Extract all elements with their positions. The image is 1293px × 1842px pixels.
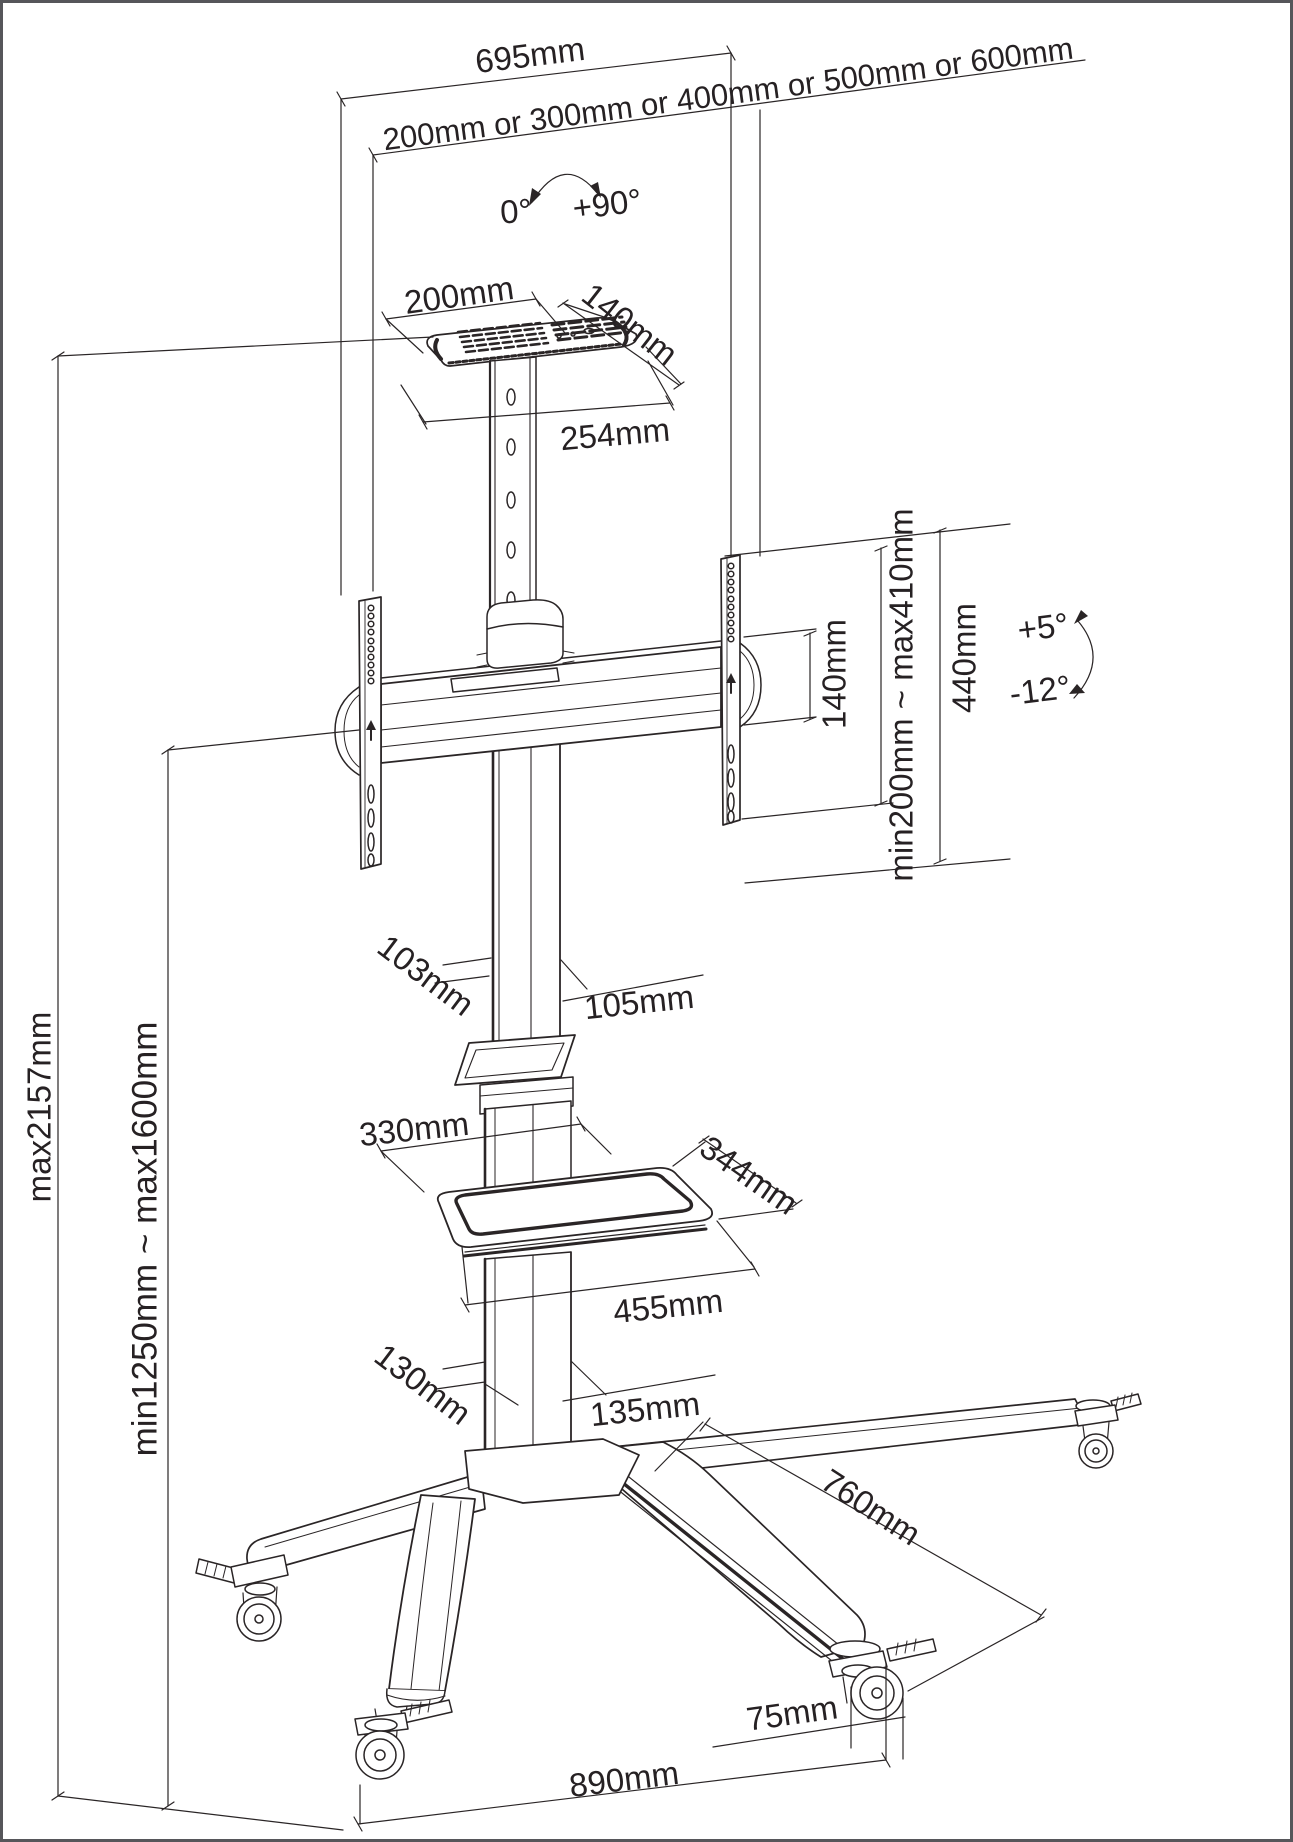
dim-line-vesa-range [724,523,1011,820]
up-arrow-icon [366,720,376,741]
dim-line-column-width [562,1360,716,1402]
shelf-vents-left [456,321,550,354]
tv-cart-line-drawing [51,45,1142,1832]
base-hub [464,1438,640,1504]
dim-line-shelf-width [381,291,566,354]
shelf-vents-right [550,315,630,342]
caster-rear-left [195,1554,289,1642]
dim-height-range: min1250mm ~ max1600mm [125,1021,165,1457]
dim-bracket-slot: 140mm [815,618,853,730]
floor-line [57,1795,344,1831]
dim-line-column-depth [435,1361,519,1406]
base-legs [195,1392,1142,1780]
dim-line-pole-depth [434,957,492,984]
dim-line-base-width [353,1662,891,1832]
dim-line-shelf-depth [557,299,685,390]
dim-shelf-total: 254mm [558,410,672,458]
dim-line-max-height [51,336,434,1801]
rotation-arc [529,173,601,206]
left-vesa-bracket [334,596,382,870]
dim-line-bracket-slot [743,628,817,726]
tilt-up-label: +5° [1015,605,1071,649]
vesa-arm [488,356,537,621]
dim-line-tray-left [376,1116,612,1193]
up-arrow-icon [726,673,736,694]
outer-column-lower [483,1251,572,1473]
tilt-arc [1069,610,1094,699]
middle-tray [436,1166,714,1258]
dimension-lines [51,45,1094,1832]
dim-line-top-width [336,45,736,596]
dim-line-bracket-height [744,527,1011,884]
caster-front [354,1699,453,1780]
outer-column-upper [483,1100,572,1193]
right-vesa-bracket [720,554,762,826]
caster-front-right [828,1638,937,1720]
dim-line-vesa-widths [368,59,1086,592]
rotation-max-label: +90° [570,181,644,227]
bracket-holes [367,604,375,685]
dim-bracket-height: 440mm [945,602,983,714]
dim-line-shelf-total [400,360,675,430]
mount-clamp [450,599,575,693]
dim-max-height: max2157mm [20,1011,58,1203]
dim-line-leg-length [654,1417,1047,1692]
dim-line-caster [712,1686,906,1760]
tilt-down-label: -12° [1007,667,1073,713]
dim-vesa-range: min200mm ~ max410mm [882,508,920,882]
dim-line-pole-width [560,959,704,1002]
caster-rear-right [1074,1392,1142,1469]
dim-line-tray-right [672,1135,803,1220]
camera-shelf [426,315,638,367]
rotation-min-label: 0° [498,191,534,231]
front-leg [388,1494,476,1692]
dim-line-tray-width [460,1220,760,1313]
bracket-holes [727,562,735,643]
dim-line-height-range [161,729,360,1811]
inner-pole [491,743,561,1048]
